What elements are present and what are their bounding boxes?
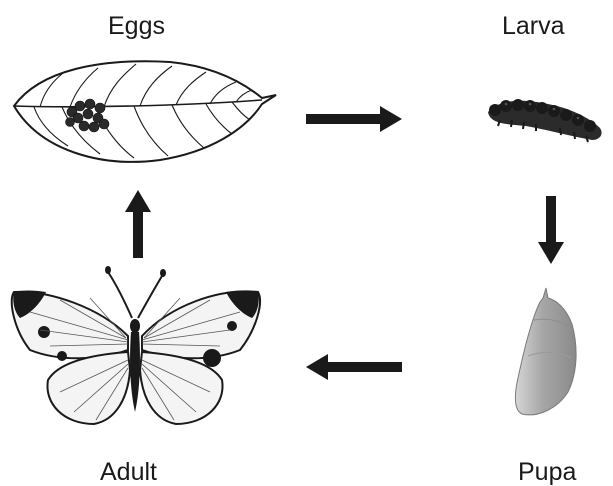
arrow-eggs-to-larva [306, 106, 402, 132]
label-larva: Larva [502, 14, 565, 39]
label-adult: Adult [100, 460, 157, 485]
label-eggs: Eggs [108, 14, 165, 39]
arrow-adult-to-eggs [125, 190, 151, 258]
butterfly-icon [12, 266, 260, 424]
caterpillar-icon [488, 99, 602, 142]
arrow-larva-to-pupa [538, 196, 564, 264]
chrysalis-icon [515, 288, 576, 415]
arrow-pupa-to-adult [306, 354, 402, 380]
leaf-with-eggs-icon [14, 61, 276, 162]
label-pupa: Pupa [518, 460, 576, 485]
